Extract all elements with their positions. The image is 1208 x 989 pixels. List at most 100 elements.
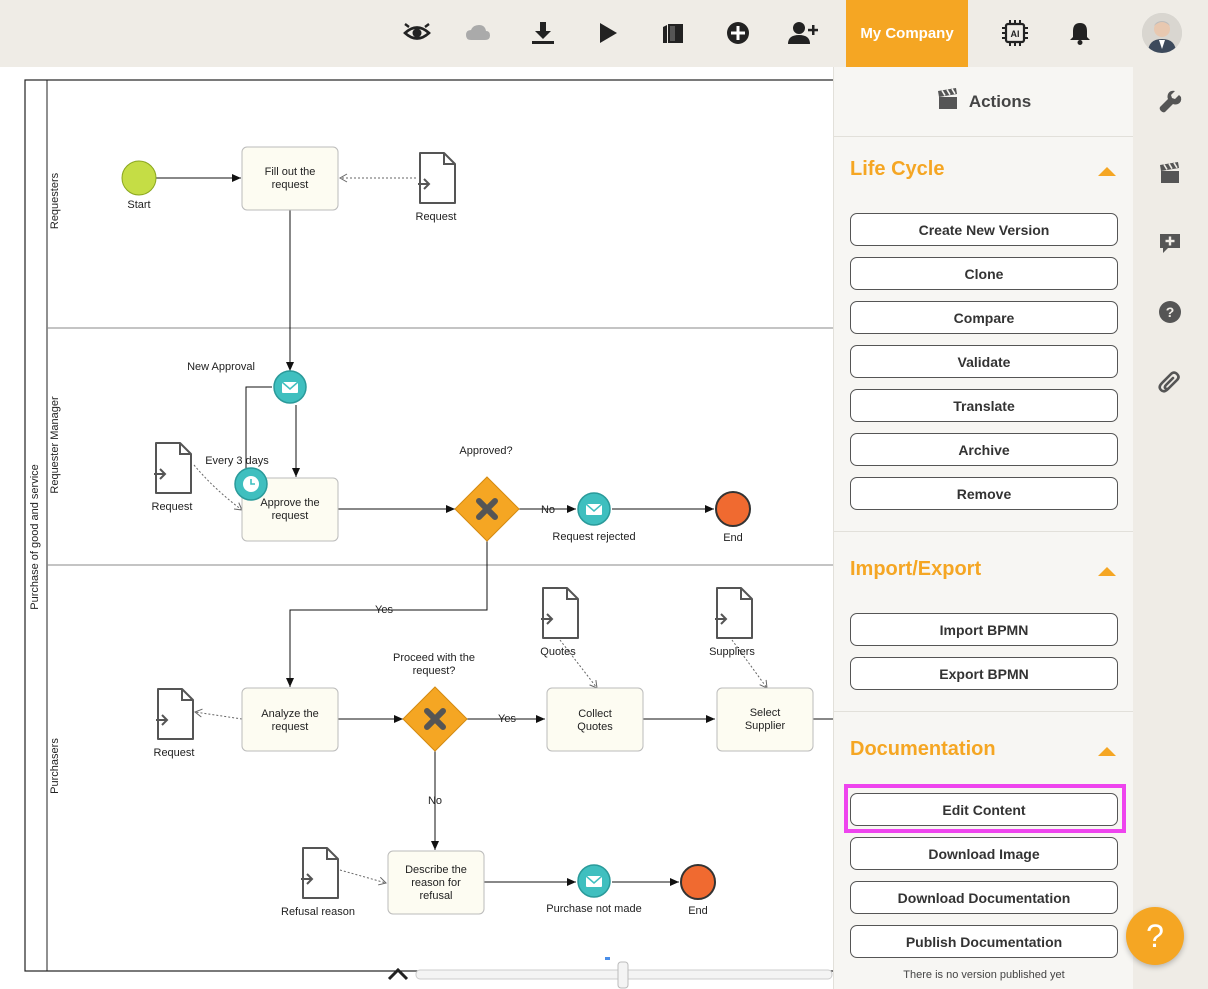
- validate-button[interactable]: Validate: [850, 345, 1118, 378]
- svg-text:Approve the: Approve the: [260, 497, 319, 509]
- section-title-lifecycle: Life Cycle: [850, 158, 945, 180]
- svg-text:End: End: [688, 905, 708, 917]
- download-image-button[interactable]: Download Image: [850, 837, 1118, 870]
- wrench-icon[interactable]: [1155, 87, 1185, 117]
- task-describe-refusal[interactable]: Describe the reason for refusal: [387, 850, 485, 915]
- eye-icon[interactable]: [398, 14, 436, 52]
- svg-text:Approved?: Approved?: [459, 445, 512, 457]
- remove-button[interactable]: Remove: [850, 477, 1118, 510]
- svg-text:Refusal reason: Refusal reason: [281, 906, 355, 918]
- svg-text:refusal: refusal: [419, 890, 452, 902]
- company-button[interactable]: My Company: [846, 0, 968, 67]
- end-event-2[interactable]: End: [680, 864, 716, 917]
- bell-icon[interactable]: [1061, 14, 1099, 52]
- clone-button[interactable]: Clone: [850, 257, 1118, 290]
- svg-text:Request rejected: Request rejected: [552, 531, 635, 543]
- comment-plus-icon[interactable]: [1155, 228, 1185, 258]
- lane-label-requester-manager: Requester Manager: [49, 396, 61, 494]
- document-request-3[interactable]: Request: [154, 688, 195, 759]
- play-icon[interactable]: [589, 14, 627, 52]
- diagram-canvas[interactable]: Purchase of good and service Requesters …: [0, 67, 833, 989]
- import-bpmn-button[interactable]: Import BPMN: [850, 613, 1118, 646]
- svg-text:Supplier: Supplier: [745, 720, 786, 732]
- svg-text:Request: Request: [152, 501, 193, 513]
- timer-event-every-3-days[interactable]: Every 3 days: [205, 455, 269, 501]
- svg-text:Purchase not made: Purchase not made: [546, 903, 641, 915]
- help-fab-button[interactable]: ?: [1126, 907, 1184, 965]
- svg-text:Describe the: Describe the: [405, 864, 467, 876]
- user-avatar[interactable]: [1142, 13, 1182, 53]
- end-event-1[interactable]: End: [715, 491, 751, 544]
- clapper-icon: [937, 88, 959, 115]
- task-fill-out-request[interactable]: Fill out the request: [241, 146, 339, 211]
- highlight-box: [844, 784, 1126, 833]
- publish-documentation-button[interactable]: Publish Documentation: [850, 925, 1118, 958]
- svg-text:Select: Select: [750, 707, 781, 719]
- publish-status-note: There is no version published yet: [903, 969, 1065, 981]
- svg-text:Request: Request: [416, 211, 457, 223]
- pool[interactable]: Purchase of good and service Requesters …: [24, 79, 833, 972]
- svg-text:Proceed with the: Proceed with the: [393, 652, 475, 664]
- divider: [834, 531, 1134, 532]
- svg-text:Suppliers: Suppliers: [709, 646, 755, 658]
- panel-header: Actions: [834, 67, 1134, 137]
- start-event[interactable]: Start: [121, 160, 157, 211]
- translate-button[interactable]: Translate: [850, 389, 1118, 422]
- svg-text:Every 3 days: Every 3 days: [205, 455, 269, 467]
- help-icon[interactable]: ?: [1155, 297, 1185, 327]
- document-request-2[interactable]: Request: [152, 442, 193, 513]
- svg-text:Request: Request: [154, 747, 195, 759]
- cloud-icon[interactable]: [459, 14, 497, 52]
- top-bar: My Company AI: [0, 0, 1208, 67]
- svg-text:Fill out the: Fill out the: [265, 166, 316, 178]
- section-title-documentation: Documentation: [850, 738, 996, 760]
- collapse-lifecycle-icon[interactable]: [1098, 167, 1116, 176]
- collapse-documentation-icon[interactable]: [1098, 747, 1116, 756]
- task-collect-quotes[interactable]: Collect Quotes: [546, 687, 644, 752]
- download-icon[interactable]: [524, 14, 562, 52]
- svg-text:request: request: [272, 510, 309, 522]
- flow-label-no-1: No: [541, 504, 555, 516]
- task-approve-request[interactable]: Approve the request: [241, 477, 339, 542]
- svg-text:End: End: [723, 532, 743, 544]
- ai-chip-icon[interactable]: AI: [996, 14, 1034, 52]
- svg-text:AI: AI: [1011, 29, 1020, 39]
- lane-label-purchasers: Purchasers: [49, 738, 61, 794]
- book-icon[interactable]: [654, 14, 692, 52]
- zoom-slider[interactable]: [415, 957, 833, 989]
- add-user-icon[interactable]: [784, 14, 822, 52]
- task-analyze-request[interactable]: Analyze the request: [241, 687, 339, 752]
- svg-text:request: request: [272, 179, 309, 191]
- right-rail: ?: [1133, 67, 1208, 989]
- message-event-request-rejected[interactable]: Request rejected: [552, 492, 636, 543]
- archive-button[interactable]: Archive: [850, 433, 1118, 466]
- clapper-icon[interactable]: [1155, 158, 1185, 188]
- svg-text:Quotes: Quotes: [577, 721, 613, 733]
- message-event-purchase-not-made[interactable]: Purchase not made: [546, 864, 642, 915]
- task-select-supplier[interactable]: Select Supplier: [716, 687, 814, 752]
- export-bpmn-button[interactable]: Export BPMN: [850, 657, 1118, 690]
- create-new-version-button[interactable]: Create New Version: [850, 213, 1118, 246]
- collapse-chevron-icon[interactable]: [387, 967, 409, 981]
- panel-title: Actions: [968, 91, 1032, 111]
- paperclip-icon[interactable]: [1155, 367, 1185, 397]
- svg-text:?: ?: [1166, 304, 1175, 320]
- collapse-import-export-icon[interactable]: [1098, 567, 1116, 576]
- gateway-proceed[interactable]: Proceed with the request?: [393, 652, 475, 752]
- document-refusal-reason[interactable]: Refusal reason: [281, 847, 355, 918]
- download-documentation-button[interactable]: Download Documentation: [850, 881, 1118, 914]
- svg-text:Start: Start: [127, 199, 150, 211]
- document-request-1[interactable]: Request: [416, 152, 457, 223]
- divider: [834, 711, 1134, 712]
- svg-text:Collect: Collect: [578, 708, 612, 720]
- message-event-new-approval[interactable]: New Approval: [187, 361, 307, 404]
- document-suppliers[interactable]: Suppliers: [709, 587, 755, 658]
- section-title-import-export: Import/Export: [850, 558, 982, 580]
- svg-text:Quotes: Quotes: [540, 646, 576, 658]
- edit-content-button[interactable]: Edit Content: [850, 793, 1118, 826]
- flow-label-no-2: No: [428, 795, 442, 807]
- plus-circle-icon[interactable]: [719, 14, 757, 52]
- gateway-approved[interactable]: Approved?: [454, 445, 520, 542]
- compare-button[interactable]: Compare: [850, 301, 1118, 334]
- document-quotes[interactable]: Quotes: [540, 587, 579, 658]
